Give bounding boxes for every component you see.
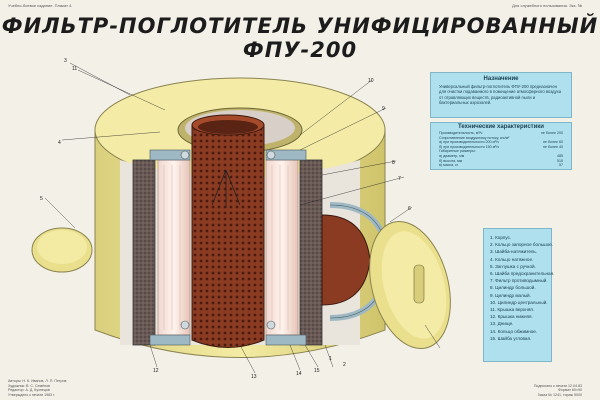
legend-item: 5. Заглушка с ручкой. <box>490 263 536 269</box>
spec-value: 485 <box>557 153 563 158</box>
spec-row: а) при производительности 200 м³/ч не бол… <box>439 140 563 145</box>
legend-item: 1. Корпус. <box>490 235 512 240</box>
spec-label: а) диаметр, мм <box>439 153 465 158</box>
spec-label: Сопротивление воздушному потоку, кгс/м² <box>439 135 510 140</box>
legend-item: 13. Днище. <box>490 321 514 327</box>
smoke-filter-right <box>265 159 299 336</box>
legend-item: 3. Шайба-натяжитель. <box>490 249 538 255</box>
cutaway-section <box>120 114 360 348</box>
central-cylinder <box>191 124 265 348</box>
carbon-layer-right <box>299 159 323 346</box>
spec-label: Производительность, м³/ч <box>439 131 483 135</box>
loose-cap-right <box>369 220 451 350</box>
purpose-heading: Назначение <box>483 76 519 82</box>
callout-number: 3 <box>64 58 67 64</box>
spec-value: не более 200 <box>540 131 563 135</box>
spec-value: 515 <box>557 158 563 163</box>
specs-heading: Технические характеристики <box>457 124 544 130</box>
legend-item: 2. Кольцо запорное большое. <box>490 242 554 248</box>
callout-number: 6 <box>408 206 411 212</box>
callout-number: 14 <box>296 371 302 377</box>
spec-row: а) диаметр, мм 485 <box>439 154 563 159</box>
purpose-panel: Назначение Универсальный фильтр-поглотит… <box>430 72 572 118</box>
legend-item: 12. Крышка нижняя. <box>490 314 533 320</box>
spec-label: а) при производительности 200 м³/ч <box>439 140 500 145</box>
callout-number: 5 <box>40 196 43 202</box>
smoke-filter-left <box>157 159 191 336</box>
callout-number: 2 <box>343 362 346 368</box>
spec-row: Сопротивление воздушному потоку, кгс/м² <box>439 136 563 141</box>
callout-number: 12 <box>153 368 159 374</box>
callout-number: 4 <box>58 140 61 146</box>
legend-item: 6. Шайба предохранительная. <box>490 271 555 277</box>
callout-number: 1 <box>329 356 332 362</box>
spec-row: б) высота, мм 515 <box>439 159 563 164</box>
carbon-layer-left <box>132 159 156 346</box>
legend-item: 4. Кольцо натяжное. <box>490 256 534 262</box>
callout-number: 13 <box>251 374 257 380</box>
specs-panel: Технические характеристики Производитель… <box>430 122 572 170</box>
legend-item: 7. Фильтр противодымный. <box>490 278 548 284</box>
legend-list: 1. Корпус. 2. Кольцо запорное большое.3. … <box>484 229 555 342</box>
legend-item: 8. Цилиндр большой. <box>490 285 536 291</box>
callout-number: 9 <box>382 106 385 112</box>
legend-panel: 1. Корпус. 2. Кольцо запорное большое.3. … <box>483 228 555 362</box>
legend-item: 15. Шайба угловая. <box>490 335 532 341</box>
callout-number: 15 <box>314 368 320 374</box>
header-left-note: Учебно-боевое издание. Плакат 4. <box>8 3 73 8</box>
callout-number: 8 <box>392 160 395 166</box>
spec-label: в) масса, кг <box>439 163 459 168</box>
loose-lid-left <box>31 227 93 273</box>
callout-number: 11 <box>72 66 78 72</box>
spec-row: Габаритные размеры: <box>439 149 563 154</box>
callout-number: 10 <box>368 78 374 84</box>
spec-row: Производительность, м³/ч не более 200 <box>439 131 563 136</box>
spec-label: б) высота, мм <box>439 158 463 163</box>
spec-value: 57 <box>559 163 563 168</box>
legend-item: 10. Цилиндр центральный. <box>490 299 548 305</box>
header-right-note: Для служебного пользования. Экз. № <box>512 3 582 8</box>
spec-label: б) при производительности 150 м³/ч <box>439 144 500 149</box>
spec-row: в) масса, кг 57 <box>439 163 563 168</box>
legend-item: 9. Цилиндр малый. <box>490 292 531 298</box>
footer-right: Подписано к печати 12.04.83 Формат 60×90… <box>533 383 582 397</box>
purpose-text: Универсальный фильтр-поглотитель ФПУ-200… <box>439 84 562 106</box>
footer-left: Авторы: Н. К. Иванов, Л. П. Петров Худож… <box>8 379 67 397</box>
spec-value: не более 40 <box>542 144 563 149</box>
legend-item: 11. Крышка верхняя. <box>490 307 535 313</box>
spec-row: б) при производительности 150 м³/ч не бол… <box>439 145 563 150</box>
spec-label: Габаритные размеры: <box>439 149 476 154</box>
poster-title: ФИЛЬТР-ПОГЛОТИТЕЛЬ УНИФИЦИРОВАННЫЙ ФПУ-2… <box>1 14 599 62</box>
callout-number: 7 <box>398 176 401 182</box>
legend-item: 14. Кольцо обжимное. <box>490 328 538 334</box>
spec-value: не более 60 <box>542 140 563 145</box>
